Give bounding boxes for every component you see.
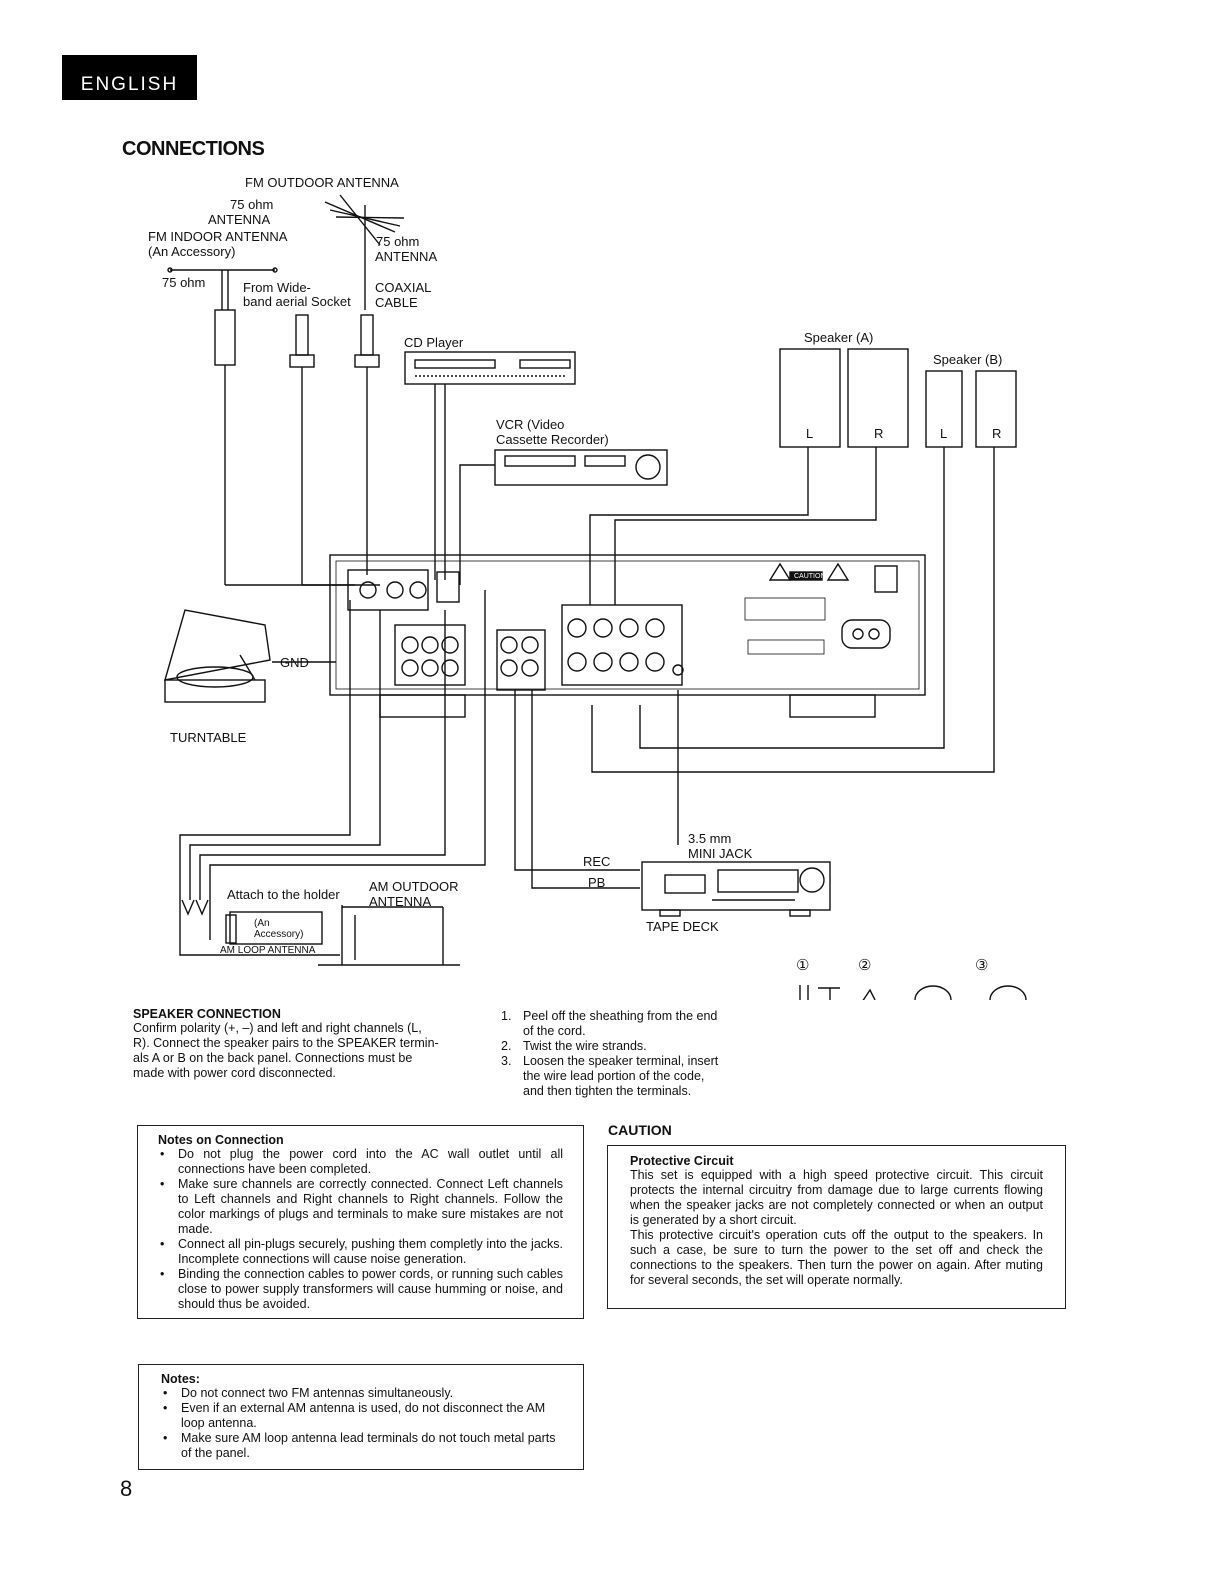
label-antenna-a: ANTENNA bbox=[208, 212, 270, 227]
label-fm-indoor-antenna: FM INDOOR ANTENNA bbox=[148, 229, 288, 244]
speaker-a-icon bbox=[779, 348, 909, 448]
list-item: Do not connect two FM antennas simultane… bbox=[163, 1386, 561, 1401]
label-speaker-b: Speaker (B) bbox=[933, 352, 1002, 367]
label-spk-r2: R bbox=[992, 426, 1001, 441]
speaker-connection-section: SPEAKER CONNECTION Confirm polarity (+, … bbox=[133, 1007, 473, 1081]
step-item: 2. Twist the wire strands. bbox=[501, 1039, 761, 1054]
label-75ohm-c: 75 ohm bbox=[162, 275, 205, 290]
step-line: of the cord. bbox=[523, 1024, 586, 1038]
label-vcr-2: Cassette Recorder) bbox=[496, 432, 609, 447]
speaker-connection-line: Confirm polarity (+, –) and left and rig… bbox=[133, 1021, 422, 1035]
receiver-back-panel bbox=[329, 554, 926, 718]
step-number: 2. bbox=[501, 1039, 512, 1053]
page-title: CONNECTIONS bbox=[122, 138, 265, 160]
caution-paragraph: This set is equipped with a high speed p… bbox=[630, 1168, 1043, 1227]
step-line: Loosen the speaker terminal, insert bbox=[523, 1054, 719, 1068]
label-from-wide: From Wide- bbox=[243, 280, 311, 295]
fm-outdoor-antenna-icon bbox=[324, 194, 405, 310]
list-item: Connect all pin-plugs securely, pushing … bbox=[160, 1237, 563, 1267]
cd-player-icon bbox=[404, 351, 576, 385]
page-number: 8 bbox=[120, 1476, 133, 1501]
step-line: Peel off the sheathing from the end bbox=[523, 1009, 718, 1023]
caution-paragraph: This protective circuit's operation cuts… bbox=[630, 1228, 1043, 1287]
label-step-2: ② bbox=[858, 957, 871, 974]
speaker-connection-line: made with power cord disconnected. bbox=[133, 1066, 336, 1080]
label-spk-l2: L bbox=[940, 426, 947, 441]
label-spk-r1: R bbox=[874, 426, 883, 441]
label-gnd: GND bbox=[280, 655, 309, 670]
label-speaker-a: Speaker (A) bbox=[804, 330, 873, 345]
caution-heading: CAUTION bbox=[608, 1122, 672, 1138]
label-antenna-b: ANTENNA bbox=[375, 249, 437, 264]
step-number: 3. bbox=[501, 1054, 512, 1068]
label-spk-l1: L bbox=[806, 426, 813, 441]
tape-deck-icon bbox=[641, 861, 831, 917]
label-caution-plate: CAUTION bbox=[794, 573, 826, 580]
label-an: (An bbox=[254, 918, 270, 929]
label-coaxial: COAXIAL bbox=[375, 280, 431, 295]
label-cable: CABLE bbox=[375, 295, 418, 310]
label-attach-holder: Attach to the holder bbox=[227, 887, 340, 902]
label-vcr-1: VCR (Video bbox=[496, 417, 564, 432]
label-am-loop: AM LOOP ANTENNA bbox=[220, 945, 316, 956]
notes-box: Notes: Do not connect two FM antennas si… bbox=[138, 1364, 584, 1470]
protective-circuit-heading: Protective Circuit bbox=[630, 1154, 734, 1168]
speaker-connection-line: R). Connect the speaker pairs to the SPE… bbox=[133, 1036, 439, 1050]
notes-on-connection-box: Notes on Connection Do not plug the powe… bbox=[137, 1125, 584, 1319]
am-outdoor-antenna-icon bbox=[318, 905, 460, 966]
speaker-connection-line: als A or B on the back panel. Connection… bbox=[133, 1051, 413, 1065]
vcr-icon bbox=[494, 449, 668, 486]
label-cd-player: CD Player bbox=[404, 335, 464, 350]
step-line: Twist the wire strands. bbox=[523, 1039, 647, 1053]
step-line: and then tighten the terminals. bbox=[523, 1084, 692, 1098]
label-am-antenna: ANTENNA bbox=[369, 894, 431, 909]
list-item: Do not plug the power cord into the AC w… bbox=[160, 1147, 563, 1177]
label-75ohm-b: 75 ohm bbox=[376, 234, 419, 249]
label-rec: REC bbox=[583, 854, 610, 869]
label-step-3: ③ bbox=[975, 957, 988, 974]
connection-diagram: FM OUTDOOR ANTENNA 75 ohm ANTENNA FM IND… bbox=[148, 175, 1027, 1000]
step-number: 1. bbox=[501, 1009, 512, 1023]
label-75ohm-a: 75 ohm bbox=[230, 197, 273, 212]
list-item: Make sure channels are correctly connect… bbox=[160, 1177, 563, 1237]
label-pb: PB bbox=[588, 875, 605, 890]
label-step-1: ① bbox=[796, 957, 809, 974]
label-an-accessory: (An Accessory) bbox=[148, 244, 235, 259]
label-turntable: TURNTABLE bbox=[170, 730, 247, 745]
notes-heading: Notes: bbox=[161, 1372, 200, 1386]
am-loop-antenna-icon bbox=[181, 899, 323, 945]
list-item: Even if an external AM antenna is used, … bbox=[163, 1401, 561, 1431]
label-fm-outdoor-antenna: FM OUTDOOR ANTENNA bbox=[245, 175, 399, 190]
list-item: Make sure AM loop antenna lead terminals… bbox=[163, 1431, 561, 1461]
label-tape-deck: TAPE DECK bbox=[646, 919, 719, 934]
turntable-icon bbox=[164, 609, 336, 703]
step-line: the wire lead portion of the code, bbox=[523, 1069, 705, 1083]
label-band-aerial: band aerial Socket bbox=[243, 294, 351, 309]
label-accessory: Accessory) bbox=[254, 929, 303, 940]
list-item: Binding the connection cables to power c… bbox=[160, 1267, 563, 1312]
language-tab: ENGLISH bbox=[62, 55, 197, 100]
label-am-outdoor: AM OUTDOOR bbox=[369, 879, 459, 894]
speaker-connection-heading: SPEAKER CONNECTION bbox=[133, 1007, 281, 1021]
caution-box: Protective Circuit This set is equipped … bbox=[607, 1145, 1066, 1309]
fm-indoor-antenna-icon bbox=[167, 267, 278, 585]
notes-connection-heading: Notes on Connection bbox=[158, 1133, 284, 1147]
label-3-5mm: 3.5 mm bbox=[688, 831, 731, 846]
label-mini-jack: MINI JACK bbox=[688, 846, 753, 861]
wire-prep-illustration bbox=[799, 985, 1027, 1000]
